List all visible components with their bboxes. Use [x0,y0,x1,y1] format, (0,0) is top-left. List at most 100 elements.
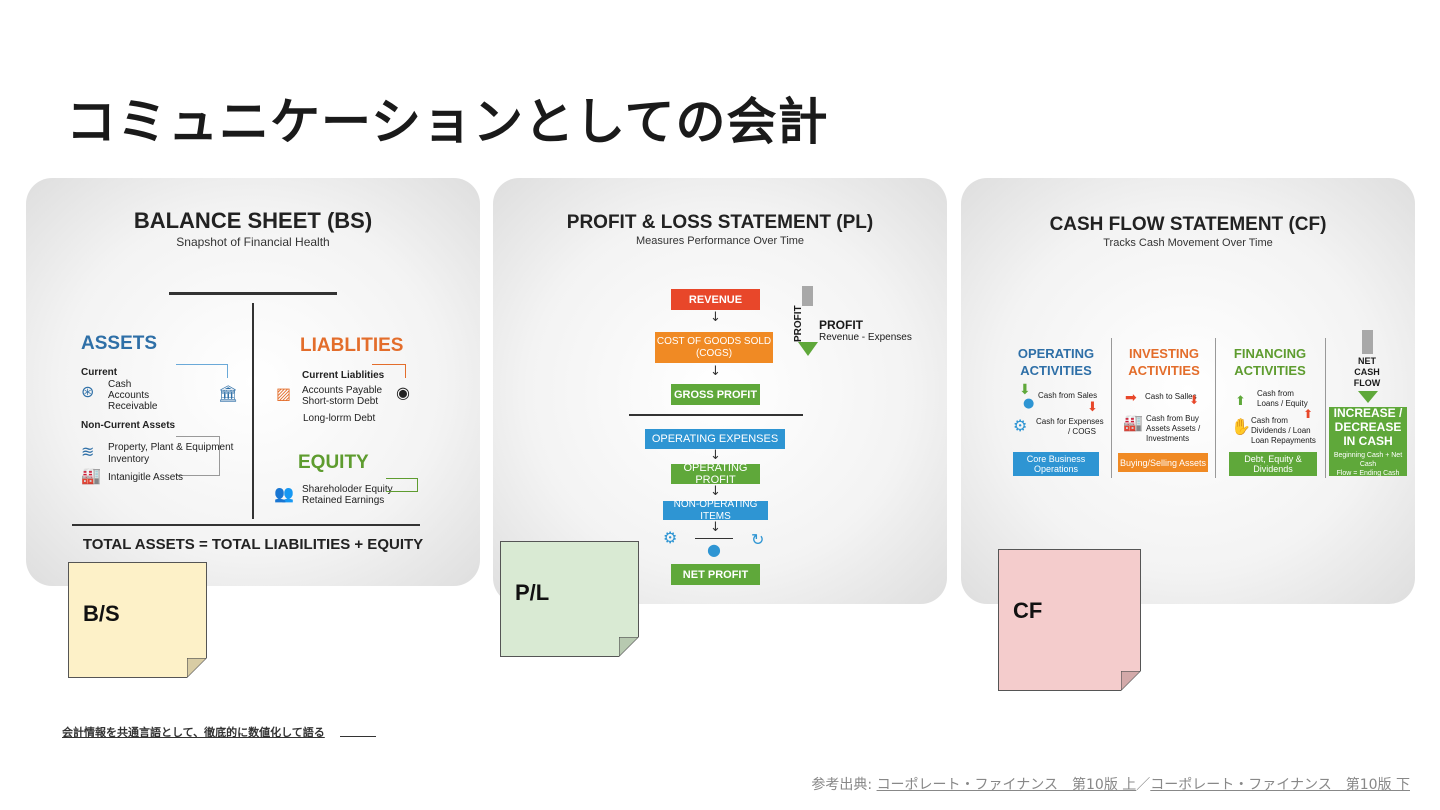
cf-cash-from-loans-2: Loans / Equity [1257,399,1308,408]
cf-cash-for-expenses-1: Cash for Expenses [1036,417,1104,426]
bank-icon: 🏛 [218,384,239,403]
bs-total-rule [72,524,420,526]
t-account-top [169,292,337,295]
pl-cogs-box: COST OF GOODS SOLD (COGS) [655,332,773,363]
bs-short-term-debt: Short-storm Debt [302,396,379,407]
cf-cash-from-div: Cash from Dividends / Loan Loan Repaymen… [1251,416,1316,446]
cf-cash-for-expenses: Cash for Expenses / COGS [1036,417,1104,437]
bs-current-liabilities: Current Liablities [302,370,385,381]
cf-cash-from-loans-1: Cash from [1257,389,1294,398]
piggy-icon: ● [1023,396,1035,411]
cf-cash-from-sales: Cash from Sales [1038,391,1098,400]
pl-op-profit-box: OPERATING PROFIT [671,462,760,486]
bs-shareholder-equity: Shareholoder Equity [302,484,393,495]
cf-net-3: FLOW [1353,378,1381,388]
pl-profit-bar [802,286,813,306]
footer-note-underline [340,736,376,737]
sticky-note-cf-label: CF [1013,598,1043,623]
cf-investing-1: INVESTING [1128,346,1200,361]
red-down-arrow-icon: ⬇ [1087,400,1098,415]
sticky-note-bs[interactable]: B/S [68,562,207,678]
pl-non-op: NON-OPERATING ITEMS [673,498,758,522]
cf-operating-heading: OPERATING ACTIVITIES [1011,345,1101,379]
factory-icon: 🏭 [81,466,101,485]
bs-cash: Cash [108,379,132,390]
cf-core-2: Operations [1033,464,1079,474]
piggy-bank-icon: ● [707,540,721,559]
cf-title: CASH FLOW STATEMENT (CF) [1049,214,1327,235]
t-account-divider [252,303,254,519]
bs-intangible: Intanigitle Assets [108,472,184,483]
page-fold-icon [619,637,639,657]
pl-net-profit-box: NET PROFIT [671,564,760,585]
cf-financing-2: ACTIVITIES [1234,363,1306,378]
cf-investing-heading: INVESTING ACTIVITIES [1119,345,1209,379]
source-citation: 参考出典: コーポレート・ファイナンス 第10版 上／コーポレート・ファイナンス… [811,774,1410,794]
pl-cogs-1: COST OF GOODS SOLD [656,335,772,347]
cf-financing-1: FINANCING [1233,346,1307,361]
green-down-arrow-icon: ⬇ [1019,382,1031,398]
source-link-vol1[interactable]: コーポレート・ファイナンス 第10版 上 [876,777,1137,793]
cf-net-bar [1362,330,1373,354]
cf-increase-2: DECREASE [1334,419,1402,434]
green-up-arrow-icon: ⬆ [1235,394,1246,409]
cf-debt-2: Dividends [1253,464,1293,474]
bs-liab-bracket [372,364,406,378]
cf-operating-2: ACTIVITIES [1020,363,1092,378]
cf-subtitle: Tracks Cash Movement Over Time [1103,237,1273,249]
cf-ending-2: Flow = Ending Cash [1336,469,1400,477]
pl-gross-profit-box: GROSS PROFIT [671,384,760,405]
cf-debt-box: Debt, Equity & Dividends [1229,452,1317,476]
factory-2-icon: 🏭 [1123,413,1143,432]
sticky-note-cf[interactable]: CF [998,549,1141,691]
gear-icon: ⚙ [663,528,678,547]
bs-subtitle: Snapshot of Financial Health [176,235,330,249]
cf-divider-2 [1215,338,1216,478]
bs-liabilities-heading: LIABLITIES [300,335,404,356]
bs-retained-earnings: Retained Earnings [302,495,385,506]
cf-ending-1: Beginning Cash + Net Cash [1333,451,1403,468]
cf-operating-1: OPERATING [1017,346,1095,361]
bs-non-current: Non-Current Assets [81,420,176,431]
pl-opex: OPERATING EXPENSES [651,433,779,445]
pl-op-profit: OPERATING PROFIT [683,462,748,486]
cf-divider-3 [1325,338,1326,478]
sticky-note-pl[interactable]: P/L [500,541,639,657]
cf-net-1: NET [1358,356,1376,366]
cf-cash-to-salles: Cash to Salles [1145,392,1197,401]
bs-ppe: Property, Plant & Equipment [108,442,234,453]
red-down-arrow-2-icon: ⬇ [1189,393,1200,407]
cf-cash-for-expenses-2: / COGS [1067,427,1096,436]
slide-title: コミュニケーションとしての会計 [66,93,829,151]
bs-equity-heading: EQUITY [298,452,369,473]
profit-loss-panel: PROFIT & LOSS STATEMENT (PL) Measures Pe… [493,178,947,604]
pl-profit-label: PROFIT [819,318,863,332]
cf-cash-from-buy-1: Cash from Buy [1146,414,1199,423]
footer-note: 会計情報を共通言語として、徹底的に数値化して語る [62,726,325,739]
cf-ending: Beginning Cash + Net Cash Flow = Ending … [1329,451,1407,478]
pl-gross-profit: GROSS PROFIT [673,388,758,401]
cf-divider-1 [1111,338,1112,478]
pl-arrow-1: ↓ [710,310,721,325]
pl-net-profit: NET PROFIT [682,568,749,581]
cf-increase-1: INCREASE / [1333,405,1403,420]
bs-assets-heading: ASSETS [81,333,158,354]
bs-inventory: Inventory [108,454,150,465]
person-icon: ◉ [396,383,410,402]
cf-core-1: Core Business [1026,454,1086,464]
pl-title: PROFIT & LOSS STATEMENT (PL) [566,212,874,233]
sticky-note-bs-label: B/S [83,601,120,626]
cf-net-arrow-icon [1358,391,1378,403]
pl-arrow-4: ↓ [710,484,721,499]
page-fold-icon [1121,671,1141,691]
bs-current: Current [81,367,118,378]
coins-icon: ⊛ [81,382,95,401]
pl-non-op-box: NON-OPERATING ITEMS [663,498,768,522]
pl-arrow-2: ↓ [710,364,721,379]
pl-cogs-2: (COGS) [695,347,733,359]
source-link-vol2[interactable]: コーポレート・ファイナンス 第10版 下 [1150,777,1410,793]
cf-buying-selling: Buying/Selling Assets [1119,457,1207,468]
cash-flow-panel: CASH FLOW STATEMENT (CF) Tracks Cash Mov… [961,178,1415,604]
cf-cash-from-buy-3: Investments [1146,434,1190,443]
money-cycle-icon: ↻ [751,530,765,549]
